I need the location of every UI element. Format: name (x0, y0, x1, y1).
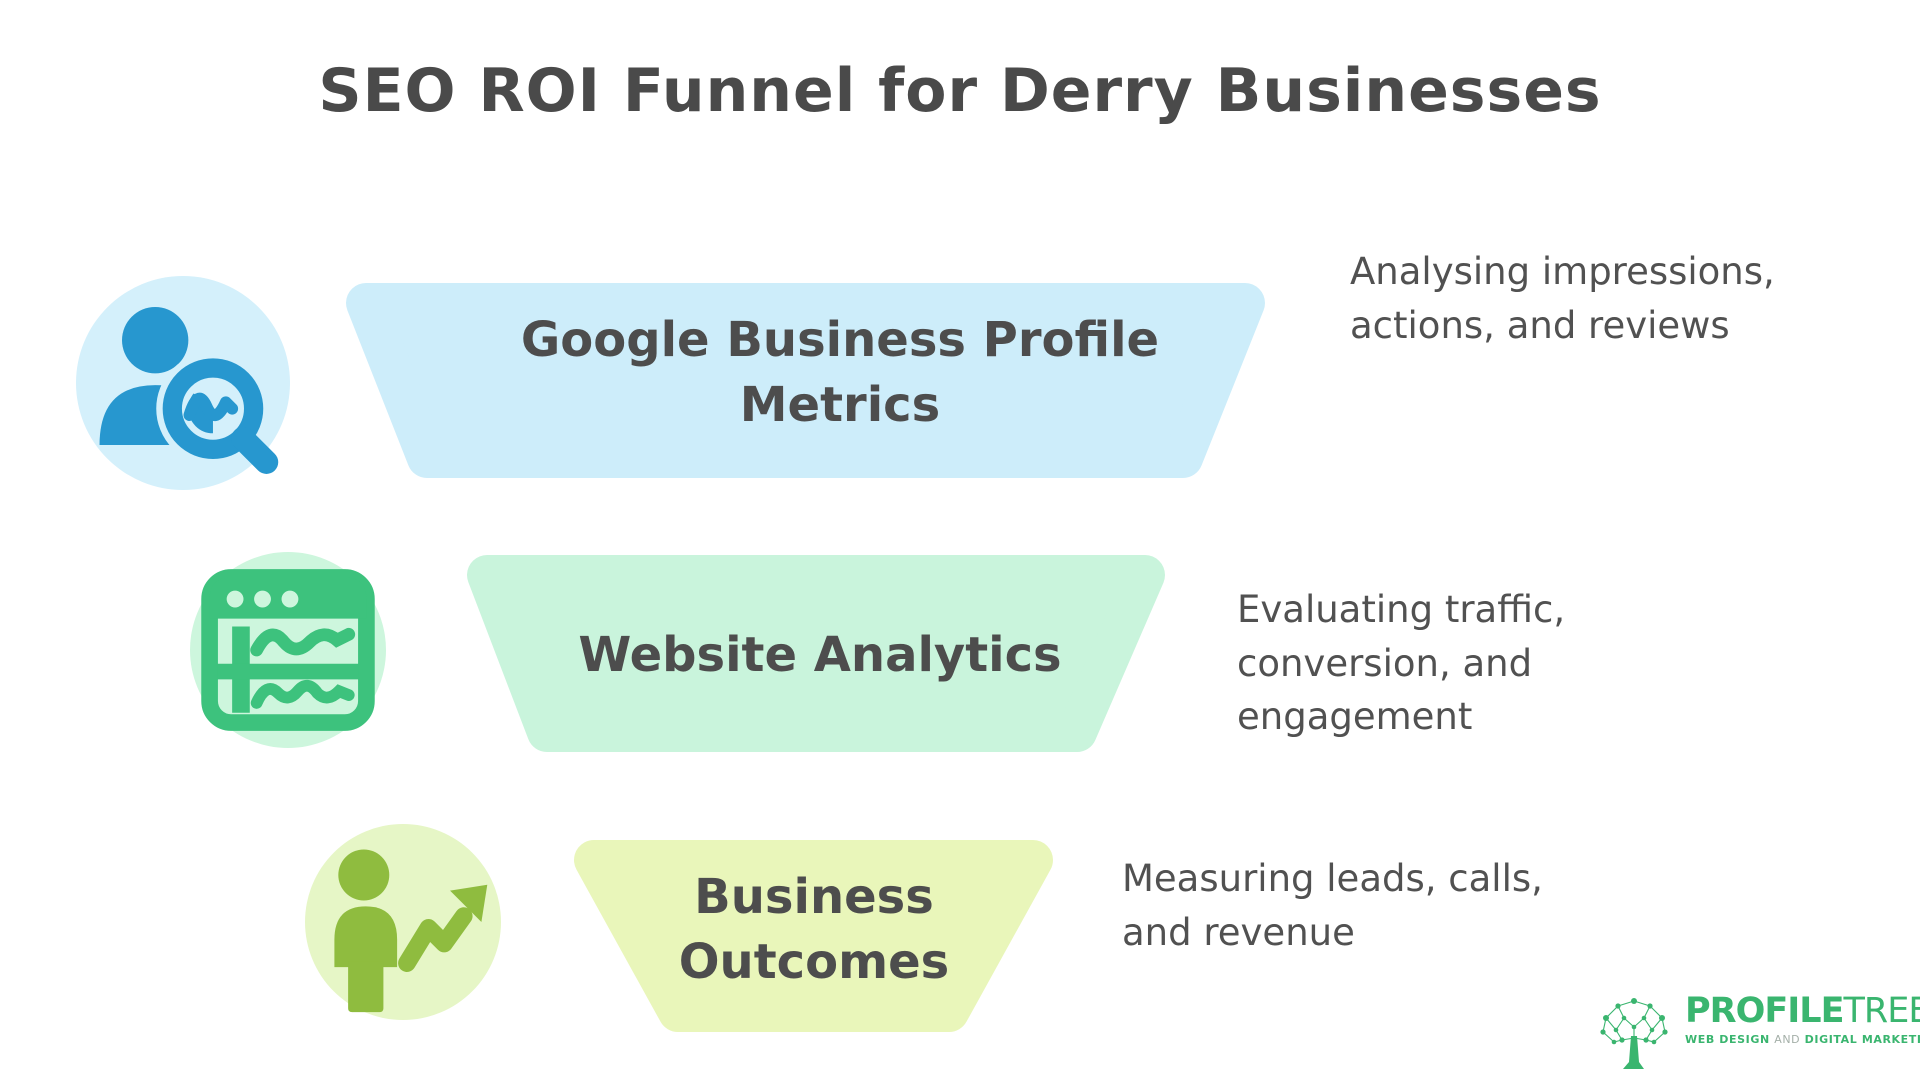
page-title: SEO ROI Funnel for Derry Businesses (318, 56, 1602, 126)
logo-tagline: WEB DESIGN AND DIGITAL MARKETING (1685, 1033, 1920, 1046)
logo-tagline-web-design: WEB DESIGN (1685, 1033, 1770, 1046)
icon-circle-bg (305, 824, 501, 1020)
stage-description-website-analytics: Evaluating traffic, conversion, and enga… (1237, 588, 1566, 739)
stage-label-google-business-profile-metrics: Google Business Profile Metrics (520, 312, 1160, 433)
stage-label-business-outcomes: Business Outcomes (678, 869, 950, 990)
person-search-analytics-icon (76, 276, 290, 490)
logo-name: PROFILETREE (1685, 994, 1920, 1029)
stage-description-business-outcomes: Measuring leads, calls, and revenue (1122, 857, 1543, 954)
logo-text-block: PROFILETREE WEB DESIGN AND DIGITAL MARKE… (1685, 994, 1920, 1047)
stage-label-website-analytics: Website Analytics (578, 627, 1062, 683)
funnel-stage-2-shape (467, 555, 1165, 752)
logo-name-profile: PROFILE (1685, 991, 1844, 1031)
stage-description-google-business-profile-metrics: Analysing impressions, actions, and revi… (1350, 250, 1775, 347)
website-analytics-icon (190, 552, 386, 748)
logo-name-tree: TREE (1843, 991, 1920, 1031)
logo-tagline-digital-marketing: DIGITAL MARKETING (1804, 1033, 1920, 1046)
funnel-stage-1-shape (346, 283, 1265, 478)
profiletree-tree-icon (1600, 998, 1668, 1069)
person-growth-icon (305, 824, 501, 1020)
logo-tagline-and: AND (1774, 1033, 1801, 1046)
funnel-stage-3-shape (574, 840, 1053, 1032)
profiletree-logo: PROFILETREE WEB DESIGN AND DIGITAL MARKE… (1593, 994, 1920, 1074)
